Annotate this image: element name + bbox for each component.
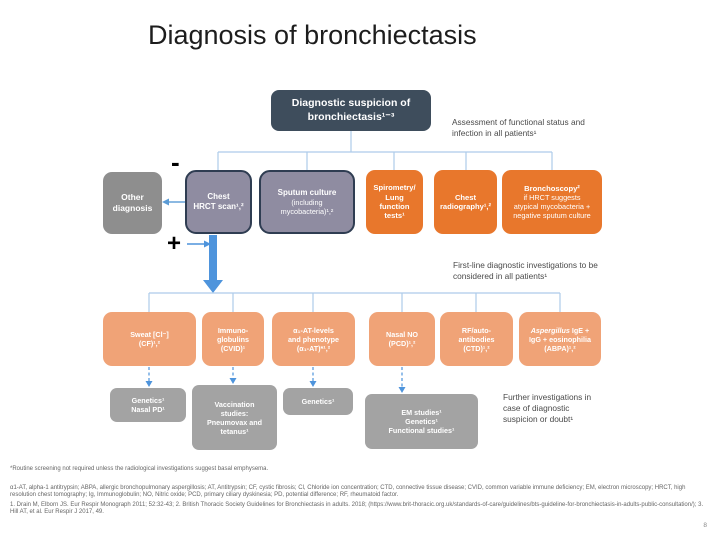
dashed-arrow-sweat (145, 367, 153, 387)
tree-upper-lines (217, 131, 553, 172)
aspergillus-italic-word: Aspergillus (530, 325, 570, 335)
footnotes: *Routine screening not required unless t… (10, 466, 708, 515)
dashed-arrow-nasal-no (398, 367, 406, 393)
node-chest-hrct-scan: Chest HRCT scan¹,² (185, 170, 252, 234)
node-aspergillus-ige-label: Aspergillus IgE + IgG + eosinophilia (AB… (529, 326, 591, 353)
node-immunoglobulins: Immuno- globulins (CVID)¹ (202, 312, 264, 366)
annotation-further: Further investigations in case of diagno… (503, 392, 592, 424)
plus-sign: + (167, 230, 182, 257)
negative-branch-arrow (162, 198, 185, 206)
node-em-studies: EM studies¹ Genetics¹ Functional studies… (365, 394, 478, 449)
node-spirometry-lung-function: Spirometry/ Lung function tests¹ (366, 170, 423, 234)
node-chest-radiography: Chest radiography¹,² (434, 170, 497, 234)
node-bronchoscopy-sub: if HRCT suggests atypical mycobacteria +… (513, 193, 591, 221)
aspergillus-rest: IgE + IgG + eosinophilia (ABPA)¹,² (528, 325, 592, 353)
node-diagnostic-suspicion: Diagnostic suspicion of bronchiectasis¹⁻… (271, 90, 431, 131)
dashed-arrow-a1at (309, 367, 317, 387)
footnote-asterisk: *Routine screening not required unless t… (10, 466, 269, 472)
page-number: 8 (703, 522, 707, 529)
node-sputum-culture-sub: (including mycobacteria)¹,² (280, 197, 334, 216)
node-other-diagnosis: Other diagnosis (103, 172, 162, 234)
positive-branch-arrow (187, 240, 211, 248)
footnote-references: 1. Drain M, Elborn JS. Eur Respir Monogr… (10, 501, 704, 515)
hrct-down-arrow (203, 235, 223, 293)
node-nasal-no: Nasal NO (PCD)¹,² (369, 312, 435, 366)
node-a1-at-levels: α₁-AT-levels and phenotype (α₁-AT)*¹,² (272, 312, 355, 366)
node-sputum-culture: Sputum culture (including mycobacteria)¹… (259, 170, 355, 234)
node-genetics-nasal-pd: Genetics¹ Nasal PD¹ (110, 388, 186, 422)
node-sputum-culture-main: Sputum culture (277, 187, 337, 197)
slide-title: Diagnosis of bronchiectasis (148, 20, 477, 50)
node-rf-autoantibodies: RF/auto- antibodies (CTD)¹,² (440, 312, 513, 366)
node-bronchoscopy-main: Bronchoscopy² (524, 183, 580, 193)
node-sweat-chloride: Sweat [Cl⁻] (CF)¹,² (103, 312, 196, 366)
annotation-first-line: First-line diagnostic investigations to … (453, 260, 598, 281)
node-genetics: Genetics¹ (283, 388, 353, 415)
dashed-arrow-immunoglobulins (229, 367, 237, 384)
node-aspergillus-ige: Aspergillus IgE + IgG + eosinophilia (AB… (519, 312, 601, 366)
node-bronchoscopy: Bronchoscopy² if HRCT suggests atypical … (502, 170, 602, 234)
node-vaccination-studies: Vaccination studies: Pneumovax and tetan… (192, 385, 277, 450)
tree-lower-lines (148, 292, 561, 312)
annotation-assessment: Assessment of functional status and infe… (452, 117, 585, 138)
footnote-abbreviations: α1-AT, alpha-1 antitrypsin; ABPA, allerg… (10, 484, 686, 498)
minus-sign: - (171, 147, 180, 177)
